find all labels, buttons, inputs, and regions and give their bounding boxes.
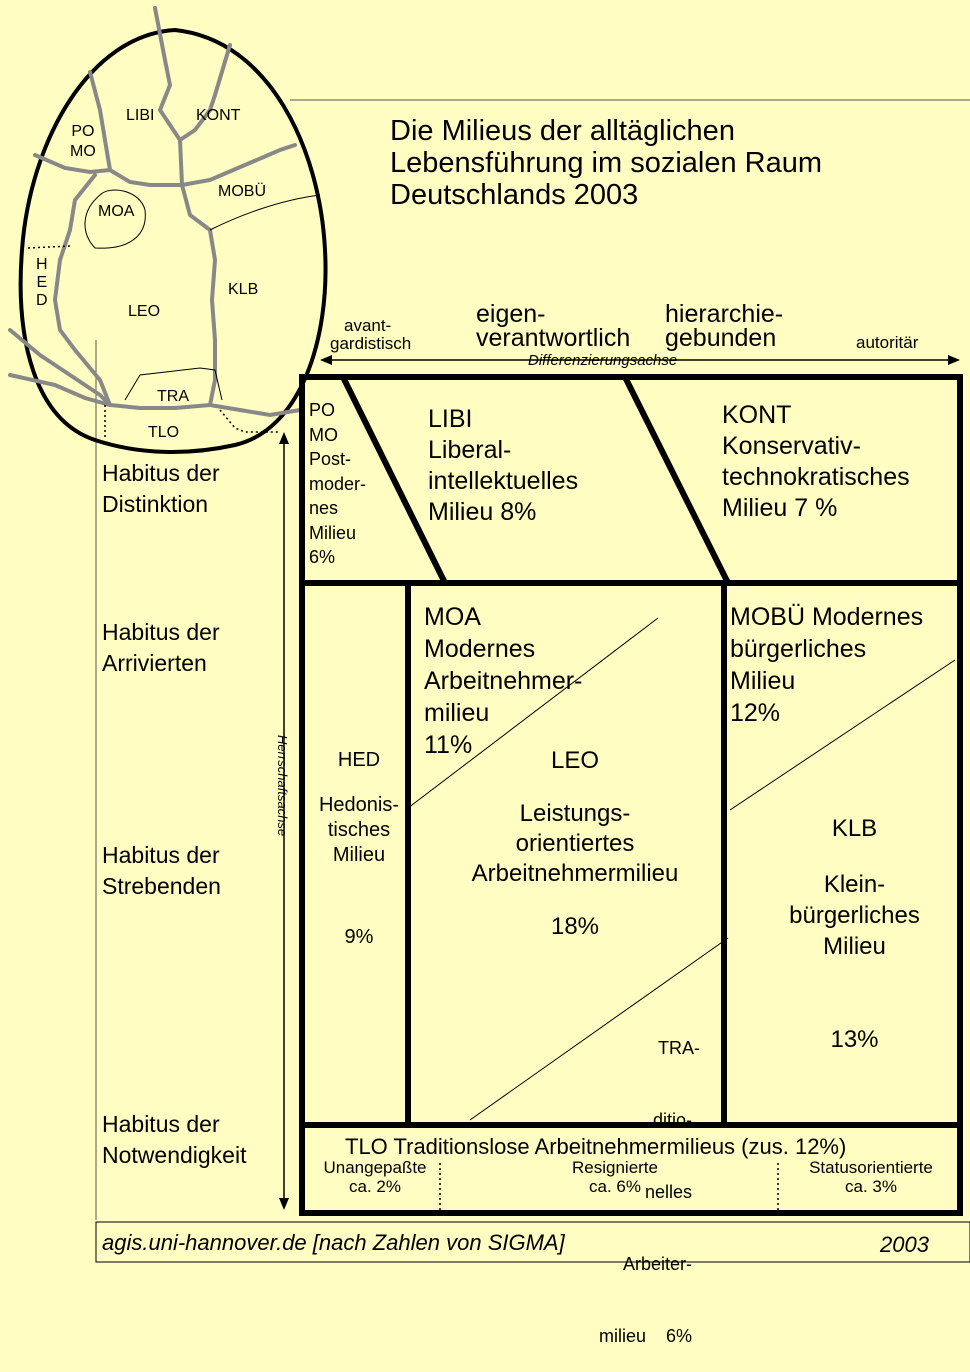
diagram-graphics <box>8 6 970 1263</box>
title-line-3: Deutschlands 2003 <box>390 179 639 211</box>
leo-abbr: LEO <box>550 747 600 774</box>
dominance-axis-arrow <box>279 432 289 1210</box>
overview-label-tra: TRA <box>157 388 189 405</box>
overview-roads <box>8 6 302 418</box>
overview-label-leo: LEO <box>128 303 161 320</box>
overview-egg-outline <box>18 27 328 454</box>
leo-pct: 18% <box>550 913 600 940</box>
hed-abbr: HED <box>337 749 381 771</box>
axis-name-herrschaft: Herrschaftsachse <box>275 735 290 837</box>
footer-source: agis.uni-hannover.de [nach Zahlen von SI… <box>102 1230 565 1256</box>
overview-dotted-borders <box>27 245 280 440</box>
klb-abbr: KLB <box>831 815 878 842</box>
title-line-1: Die Milieus der alltäglichen <box>390 115 735 147</box>
axis-label-hierarchiegebunden: hierarchie-gebunden <box>665 300 784 352</box>
thin-divider-lines <box>407 617 956 1121</box>
differentiation-axis-arrow <box>320 355 960 365</box>
milieu-grid <box>299 374 963 1216</box>
overview-label-klb: KLB <box>228 281 259 298</box>
overview-map <box>8 6 328 454</box>
overview-label-kont: KONT <box>196 107 241 124</box>
hed-pct: 9% <box>344 926 374 948</box>
axis-label-autoritaer: autoritär <box>856 333 919 352</box>
overview-label-moa: MOA <box>98 203 135 220</box>
overview-borders <box>84 189 321 401</box>
overview-label-tlo: TLO <box>148 424 180 441</box>
axis-name-differenzierung: Differenzierungsachse <box>528 352 678 369</box>
title-line-2: Lebensführung im sozialen Raum <box>390 147 823 179</box>
footer-year: 2003 <box>880 1232 929 1257</box>
axis-label-avantgardistisch: avant-gardistisch <box>330 316 412 353</box>
footer-source-note: [nach Zahlen von SIGMA] <box>312 1230 565 1255</box>
page-title: Die Milieus der alltäglichen Lebensführu… <box>390 115 950 211</box>
axis-label-eigenverantwortlich: eigen-verantwortlich <box>476 300 631 352</box>
footer-site-link[interactable]: agis.uni-hannover.de <box>102 1230 307 1255</box>
klb-pct: 13% <box>830 1026 879 1053</box>
milieu-tlo-heading: TLO Traditionslose Arbeitnehmermilieus (… <box>345 1134 847 1159</box>
footer-box <box>95 1221 970 1263</box>
overview-label-libi: LIBI <box>126 107 155 124</box>
overview-label-mobue: MOBÜ <box>218 183 266 200</box>
